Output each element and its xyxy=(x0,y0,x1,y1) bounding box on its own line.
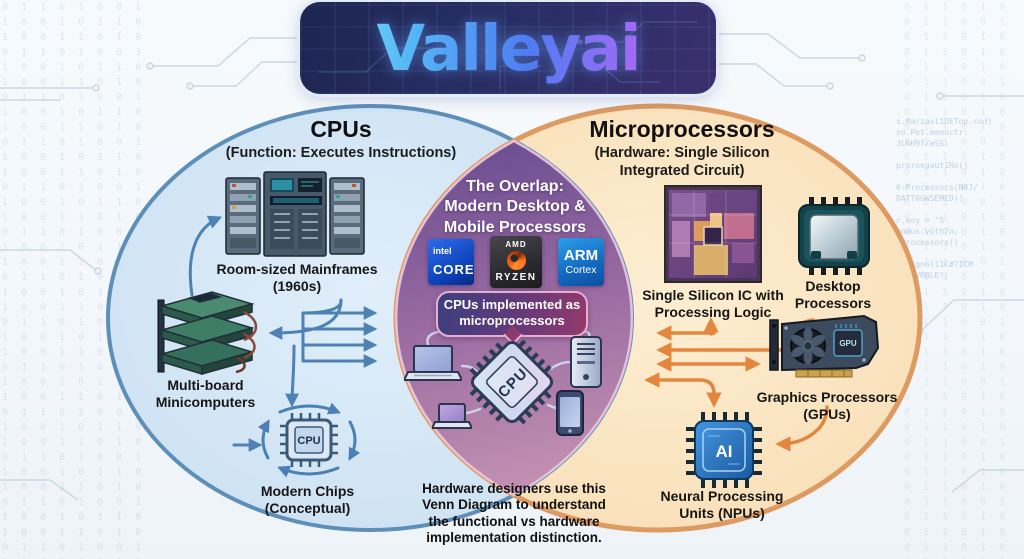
caption-text: Hardware designers use this Venn Diagram… xyxy=(422,481,606,546)
arm-cortex-logo: ARM Cortex xyxy=(558,238,604,286)
cpus-subtitle: (Function: Executes Instructions) xyxy=(225,145,457,162)
orange-arrows xyxy=(644,317,829,452)
intel-core-logo: intel CORE xyxy=(428,239,474,285)
amd-ryzen-logo: AMD RYZEN xyxy=(490,236,542,288)
banner-circuit-decoration xyxy=(318,21,698,90)
mini-laptop-icon xyxy=(432,403,472,429)
desktop-processor-illustration xyxy=(798,197,870,275)
npu-chip-text: AI xyxy=(716,442,733,461)
microprocessors-subtitle: (Hardware: Single Silicon Integrated Cir… xyxy=(594,145,770,180)
code-texture: s.Marzasl1DETop.cod) so.Pet.eeouctr: JL6… xyxy=(896,117,993,280)
desktop-processors-label: Desktop Processors xyxy=(794,278,872,312)
arm-brand-text: ARM xyxy=(563,247,599,265)
cpu-chip-icon: CPU xyxy=(469,339,554,425)
arm-product-text: Cortex xyxy=(565,263,597,276)
laptop-icon xyxy=(404,345,462,381)
modern-chip-text: CPU xyxy=(297,435,320,447)
gpus-label: Graphics Processors (GPUs) xyxy=(756,389,898,423)
gpu-card-illustration: GPU xyxy=(769,314,880,378)
amd-brand-text: AMD xyxy=(505,240,527,249)
minicomputer-illustration xyxy=(157,291,258,376)
cpus-title-block: CPUs (Function: Executes Instructions) xyxy=(216,117,466,162)
overlap-title: The Overlap: Modern Desktop & Mobile Pro… xyxy=(443,178,587,236)
intel-brand-text: intel xyxy=(433,246,452,256)
microprocessors-title: Microprocessors xyxy=(589,116,775,142)
gpu-chip-text: GPU xyxy=(839,339,857,348)
binary-texture-left: 0 1 1 0 1 0 0 1 1 0 0 1 0 1 1 0 1 0 0 1 … xyxy=(2,2,142,559)
modern-chip-illustration: CPU xyxy=(257,402,361,478)
silicon-die-illustration xyxy=(664,185,762,283)
smartphone-icon xyxy=(556,390,584,436)
modern-chips-label: Modern Chips (Conceptual) xyxy=(260,483,355,517)
intel-product-text: CORE xyxy=(433,262,475,277)
npus-label: Neural Processing Units (NPUs) xyxy=(660,488,784,522)
binary-texture-right: 0 1 1 0 1 0 0 1 1 0 0 1 0 1 1 0 1 0 0 1 … xyxy=(904,2,1006,559)
ryzen-product-text: RYZEN xyxy=(495,272,537,283)
valleyai-banner: Valleyai xyxy=(300,2,716,94)
mainframes-label: Room-sized Mainframes (1960s) xyxy=(216,261,378,295)
microprocessors-title-block: Microprocessors (Hardware: Single Silico… xyxy=(557,117,807,180)
single-ic-label: Single Silicon IC with Processing Logic xyxy=(642,287,784,321)
blue-arrows xyxy=(188,215,378,452)
valleyai-logo: Valleyai xyxy=(300,2,716,94)
processor-logo-row: intel CORE AMD RYZEN ARM Cortex xyxy=(428,236,604,288)
minicomputers-label: Multi-board Minicomputers xyxy=(155,377,256,411)
desktop-tower-icon xyxy=(570,336,602,388)
npu-chip-illustration: AI xyxy=(686,412,762,488)
cpus-title: CPUs xyxy=(310,116,372,142)
overlap-badge: CPUs implemented as microprocessors xyxy=(436,291,588,337)
mainframe-illustration xyxy=(225,171,365,257)
ryzen-swirl-icon xyxy=(506,251,526,270)
